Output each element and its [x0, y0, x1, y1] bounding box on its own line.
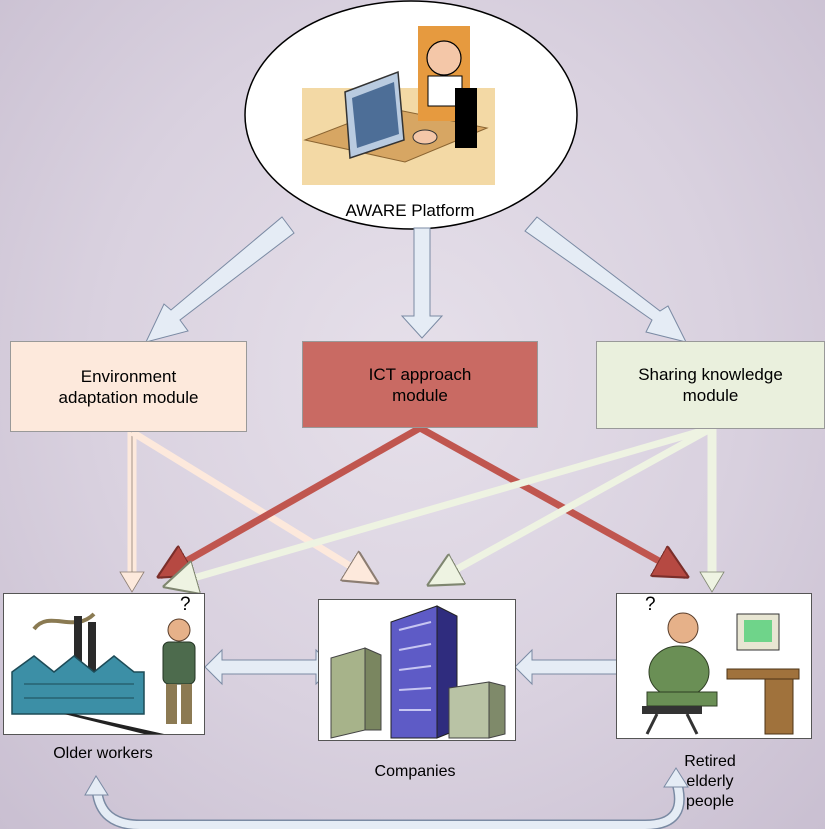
- older-workers-node: ?: [3, 593, 205, 735]
- ict-module-label: ICT approach module: [368, 364, 472, 405]
- sharing-module-label: Sharing knowledge module: [638, 365, 783, 405]
- ict-arrows: [160, 424, 686, 580]
- older-workers-question-mark: ?: [180, 594, 191, 615]
- factory-icon: [11, 612, 164, 734]
- arrow-workers-companies: [204, 648, 334, 686]
- platform-arrow-left: [145, 216, 295, 343]
- workstation-icon: [302, 26, 495, 185]
- older-workers-label: Older workers: [53, 745, 153, 762]
- worker-icon: [162, 618, 196, 724]
- sharing-arrows: [166, 424, 725, 592]
- retired-question-mark: ?: [645, 594, 656, 615]
- ict-approach-module: ICT approach module: [302, 341, 538, 428]
- skyscraper-icon: [330, 605, 506, 739]
- elderly-computer-user-icon: [642, 612, 800, 735]
- platform-label: AWARE Platform: [345, 201, 475, 220]
- environment-adaptation-module: Environment adaptation module: [10, 341, 247, 432]
- companies-node: [318, 599, 516, 741]
- retired-people-label: Retired elderly people: [684, 753, 736, 810]
- arrow-workers-retired: [84, 767, 689, 829]
- companies-label: Companies: [374, 763, 456, 780]
- env-arrows: [119, 429, 376, 593]
- environment-module-label: Environment adaptation module: [58, 366, 199, 407]
- retired-people-node: ?: [616, 593, 812, 739]
- platform-arrow-center: [400, 227, 444, 339]
- platform-arrow-right: [524, 216, 687, 343]
- sharing-knowledge-module: Sharing knowledge module: [596, 341, 825, 429]
